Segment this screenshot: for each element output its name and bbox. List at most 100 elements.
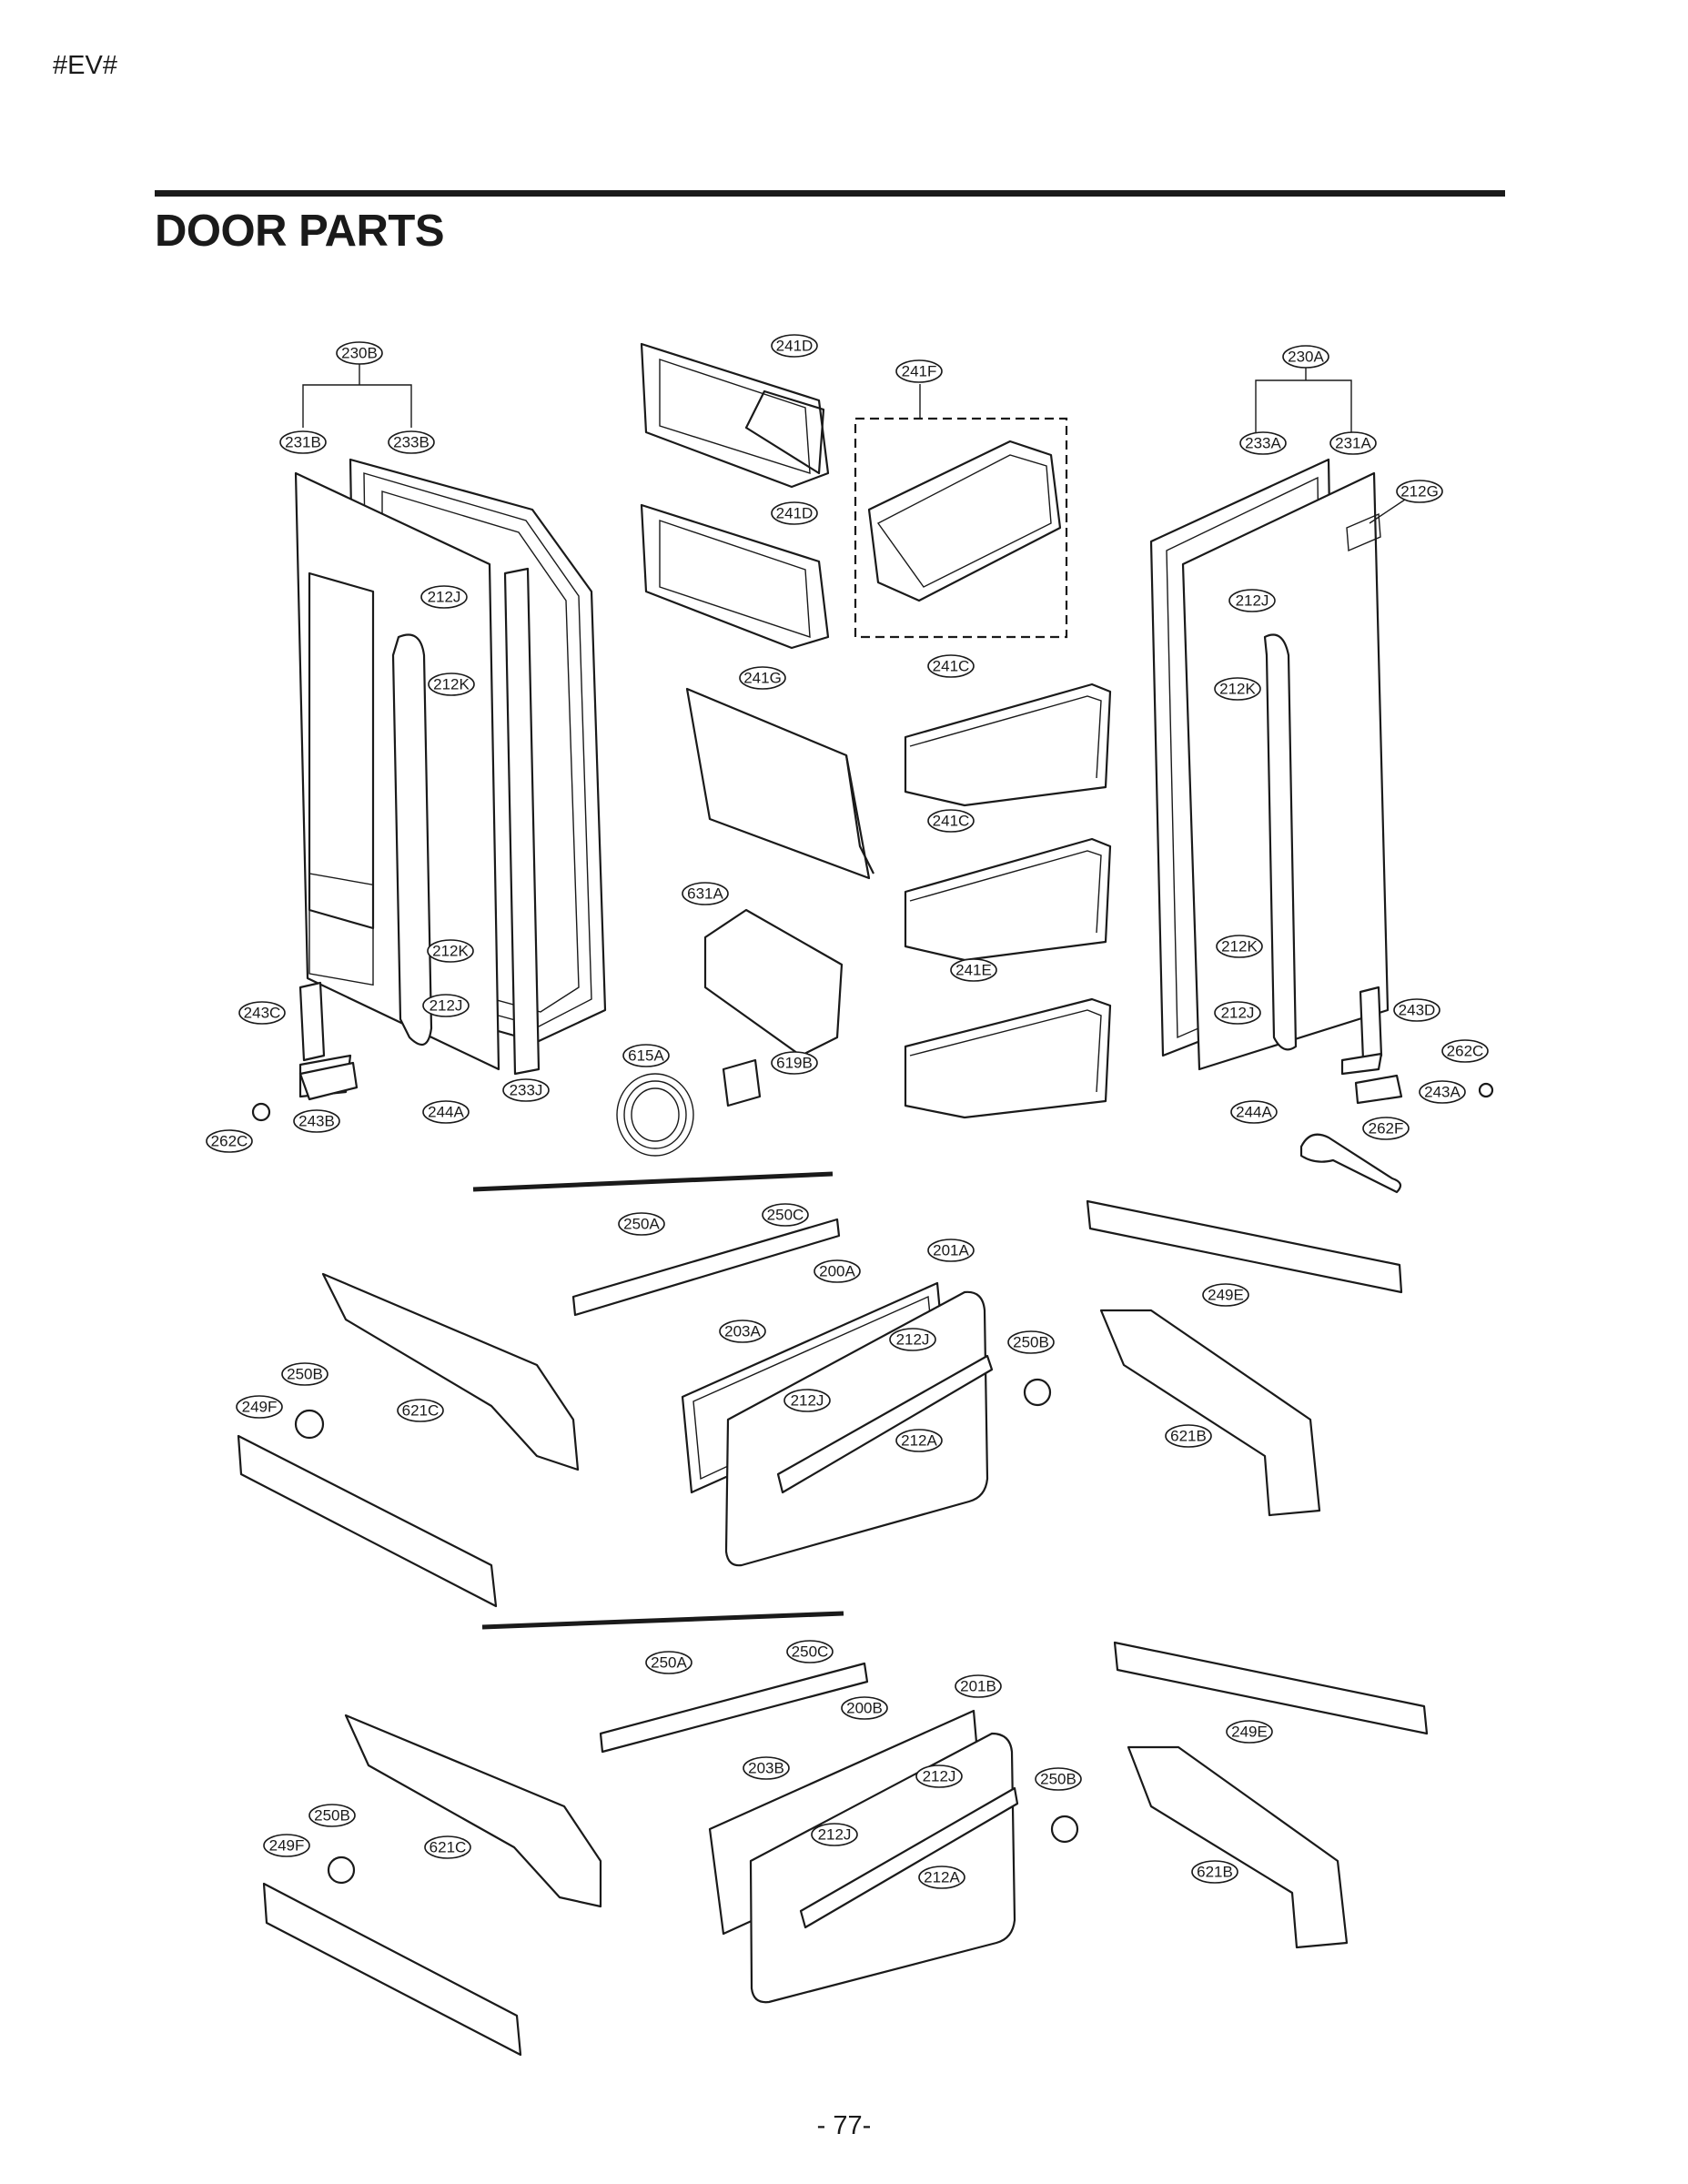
page-number: - 77-: [816, 2111, 872, 2140]
callout-212k: 212K: [1216, 935, 1263, 958]
callout-label: 250A: [651, 1654, 687, 1672]
callout-bubble: [918, 1866, 965, 1889]
callout-bubble: [1007, 1330, 1055, 1354]
callout-label: 201B: [960, 1678, 996, 1695]
callout-bubble: [422, 994, 470, 1017]
drawer-front-lower: [749, 1732, 1019, 2004]
callout-241f: 241F: [895, 359, 943, 383]
callout-label: 249E: [1208, 1287, 1244, 1304]
callout-label: 212J: [428, 589, 461, 606]
callout-200b: 200B: [841, 1696, 888, 1720]
rail-250c-upper: [571, 1218, 841, 1317]
callout-bubble: [420, 585, 468, 609]
gear-250b-left-lower: [327, 1855, 356, 1885]
callout-615a: 615A: [622, 1044, 670, 1067]
callout-241d: 241D: [771, 501, 818, 525]
callout-label: 244A: [1236, 1104, 1272, 1121]
callout-label: 241D: [776, 338, 814, 355]
callout-label: 250B: [287, 1366, 323, 1383]
callout-label: 233J: [510, 1082, 543, 1099]
callout-label: 250C: [792, 1643, 829, 1661]
right-door-handle: [1263, 633, 1298, 1051]
callout-label: 212K: [432, 943, 469, 960]
callout-bubble: [236, 1395, 283, 1419]
callout-label: 615A: [628, 1047, 664, 1065]
bracket-621c-upper: [321, 1272, 580, 1471]
bin-241d-top: [640, 342, 830, 489]
callout-label: 241C: [933, 813, 970, 830]
callout-212k: 212K: [1214, 677, 1261, 701]
callout-label: 233A: [1245, 435, 1281, 452]
callout-bubble: [927, 654, 975, 678]
callout-bubble: [743, 1756, 790, 1780]
callout-bubble: [927, 1239, 975, 1262]
callout-label: 231A: [1335, 435, 1371, 452]
callout-bubble: [1230, 1100, 1278, 1124]
callout-241c: 241C: [927, 809, 975, 833]
callout-label: 233B: [393, 434, 430, 451]
callout-212a: 212A: [895, 1429, 943, 1452]
callout-bubble: [1202, 1283, 1249, 1307]
callout-bubble: [308, 1804, 356, 1827]
callout-212k: 212K: [427, 939, 474, 963]
callout-label: 212J: [1236, 592, 1269, 610]
callout-201a: 201A: [927, 1239, 975, 1262]
callout-bubble: [397, 1399, 444, 1422]
callout-250c: 250C: [786, 1640, 834, 1663]
callout-bubble: [1396, 480, 1443, 503]
callout-231b: 231B: [279, 430, 327, 454]
callout-250b: 250B: [1035, 1767, 1082, 1791]
callout-label: 212J: [818, 1826, 852, 1844]
callout-bubble: [1393, 998, 1440, 1022]
callout-249f: 249F: [236, 1395, 283, 1419]
callout-bubble: [1419, 1080, 1466, 1104]
callout-bubble: [771, 334, 818, 358]
callout-bubble: [645, 1651, 692, 1674]
callout-631a: 631A: [682, 882, 729, 905]
callout-200a: 200A: [814, 1259, 861, 1283]
callout-label: 262F: [1369, 1120, 1404, 1138]
callout-label: 212A: [901, 1432, 937, 1450]
callout-621b: 621B: [1165, 1424, 1212, 1448]
callout-label: 203B: [748, 1760, 784, 1777]
callout-label: 231B: [285, 434, 321, 451]
callout-bubble: [682, 882, 729, 905]
callout-619b: 619B: [771, 1051, 818, 1075]
callout-212j: 212J: [422, 994, 470, 1017]
callout-bubble: [1035, 1767, 1082, 1791]
left-hinge-243b: [298, 1061, 359, 1101]
valve-619b: [722, 1058, 762, 1107]
callout-231a: 231A: [1329, 431, 1377, 455]
left-door-cap: [503, 567, 541, 1076]
callout-bubble: [739, 666, 786, 690]
callout-bubble: [281, 1362, 329, 1386]
bin-241f-box: [854, 417, 1068, 639]
callout-bubble: [427, 939, 474, 963]
callout-label: 212K: [1219, 681, 1256, 698]
callout-621b: 621B: [1191, 1860, 1238, 1884]
callout-212j: 212J: [889, 1328, 936, 1351]
callout-bubble: [1441, 1039, 1489, 1063]
callout-233a: 233A: [1239, 431, 1287, 455]
callout-241c: 241C: [927, 654, 975, 678]
tubing-615a: [616, 1073, 694, 1157]
callout-label: 241F: [902, 363, 937, 380]
callout-label: 249F: [269, 1837, 305, 1855]
callout-bubble: [622, 1044, 670, 1067]
callout-label: 243C: [244, 1005, 281, 1022]
callout-212j: 212J: [811, 1823, 858, 1846]
callout-621c: 621C: [397, 1399, 444, 1422]
callout-bubble: [927, 809, 975, 833]
callout-bubble: [206, 1129, 253, 1153]
callout-bubble: [841, 1696, 888, 1720]
callout-212k: 212K: [428, 672, 475, 696]
callout-bubble: [719, 1320, 766, 1343]
gear-250b-left-upper: [294, 1409, 325, 1440]
callout-bubble: [263, 1834, 310, 1857]
callout-label: 200B: [846, 1700, 883, 1717]
callout-bubble: [502, 1078, 550, 1102]
callout-bubble: [1282, 345, 1329, 369]
callout-262c: 262C: [1441, 1039, 1489, 1063]
callout-bubble: [279, 430, 327, 454]
